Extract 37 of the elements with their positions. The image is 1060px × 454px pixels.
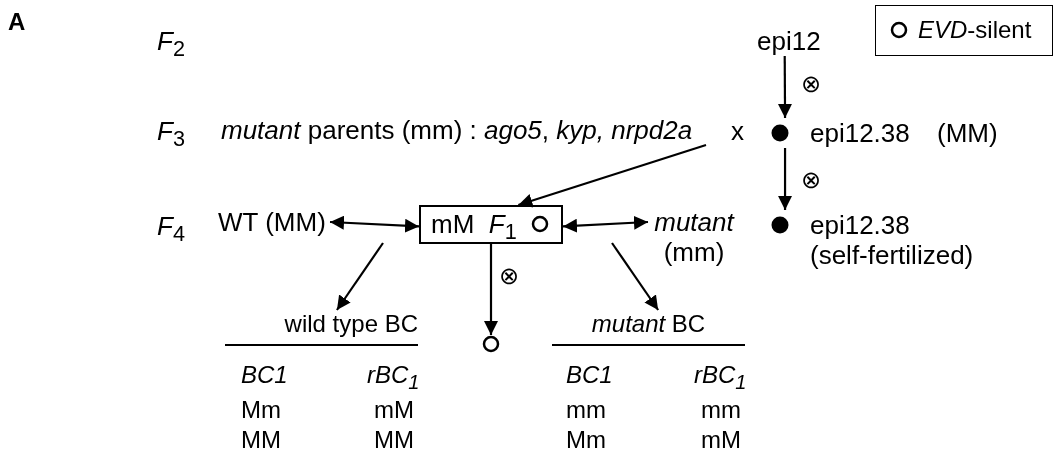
arrow <box>484 244 498 335</box>
generation-label: F$_{3}$ <box>157 116 185 154</box>
table-cell-text: rBC$_{1}$ <box>367 361 420 395</box>
cross-box <box>419 205 563 244</box>
table-cell: mm <box>566 396 606 424</box>
panel-letter: A <box>8 8 26 36</box>
table-cell: BC1 <box>566 361 613 389</box>
table-heading: mutant BC <box>552 310 745 346</box>
arrow <box>336 242 384 311</box>
arrow <box>518 143 707 208</box>
line-name: epi12.38 (self-fertilized) <box>810 210 975 270</box>
generation-label: F$_{4}$ <box>157 211 185 249</box>
table-cell: BC1 <box>241 361 288 389</box>
table-heading: wild type BC <box>225 310 418 346</box>
table-cell: mm <box>701 396 741 424</box>
genotype-label: mutant (mm) <box>648 207 740 267</box>
generation-label: F$_{2}$ <box>157 26 185 64</box>
table-cell: mM <box>374 396 414 424</box>
open-circle-icon <box>482 335 500 353</box>
cross-sign: x <box>731 116 744 146</box>
legend-label: EVD-silent <box>918 16 1032 44</box>
table-cell: mM <box>701 426 741 454</box>
arrow <box>778 56 792 118</box>
genotype-label: WT (MM) <box>218 207 330 237</box>
line-name: epi12.38 (MM) <box>810 118 998 148</box>
line-name: epi12 <box>757 26 823 56</box>
table-cell: MM <box>374 426 414 454</box>
genotype-label: mM F$_{1}$ <box>431 209 517 247</box>
arrow <box>329 215 420 233</box>
table-cell-text: rBC$_{1}$ <box>694 361 747 395</box>
table-cell: Mm <box>566 426 606 454</box>
arrow <box>611 242 660 311</box>
table-cell: Mm <box>241 396 281 424</box>
arrow <box>778 148 793 210</box>
table-cell: MM <box>241 426 281 454</box>
parent-label: mutant parents (mm) : ago5, kyp, nrpd2a <box>221 115 706 145</box>
arrow <box>562 215 649 233</box>
